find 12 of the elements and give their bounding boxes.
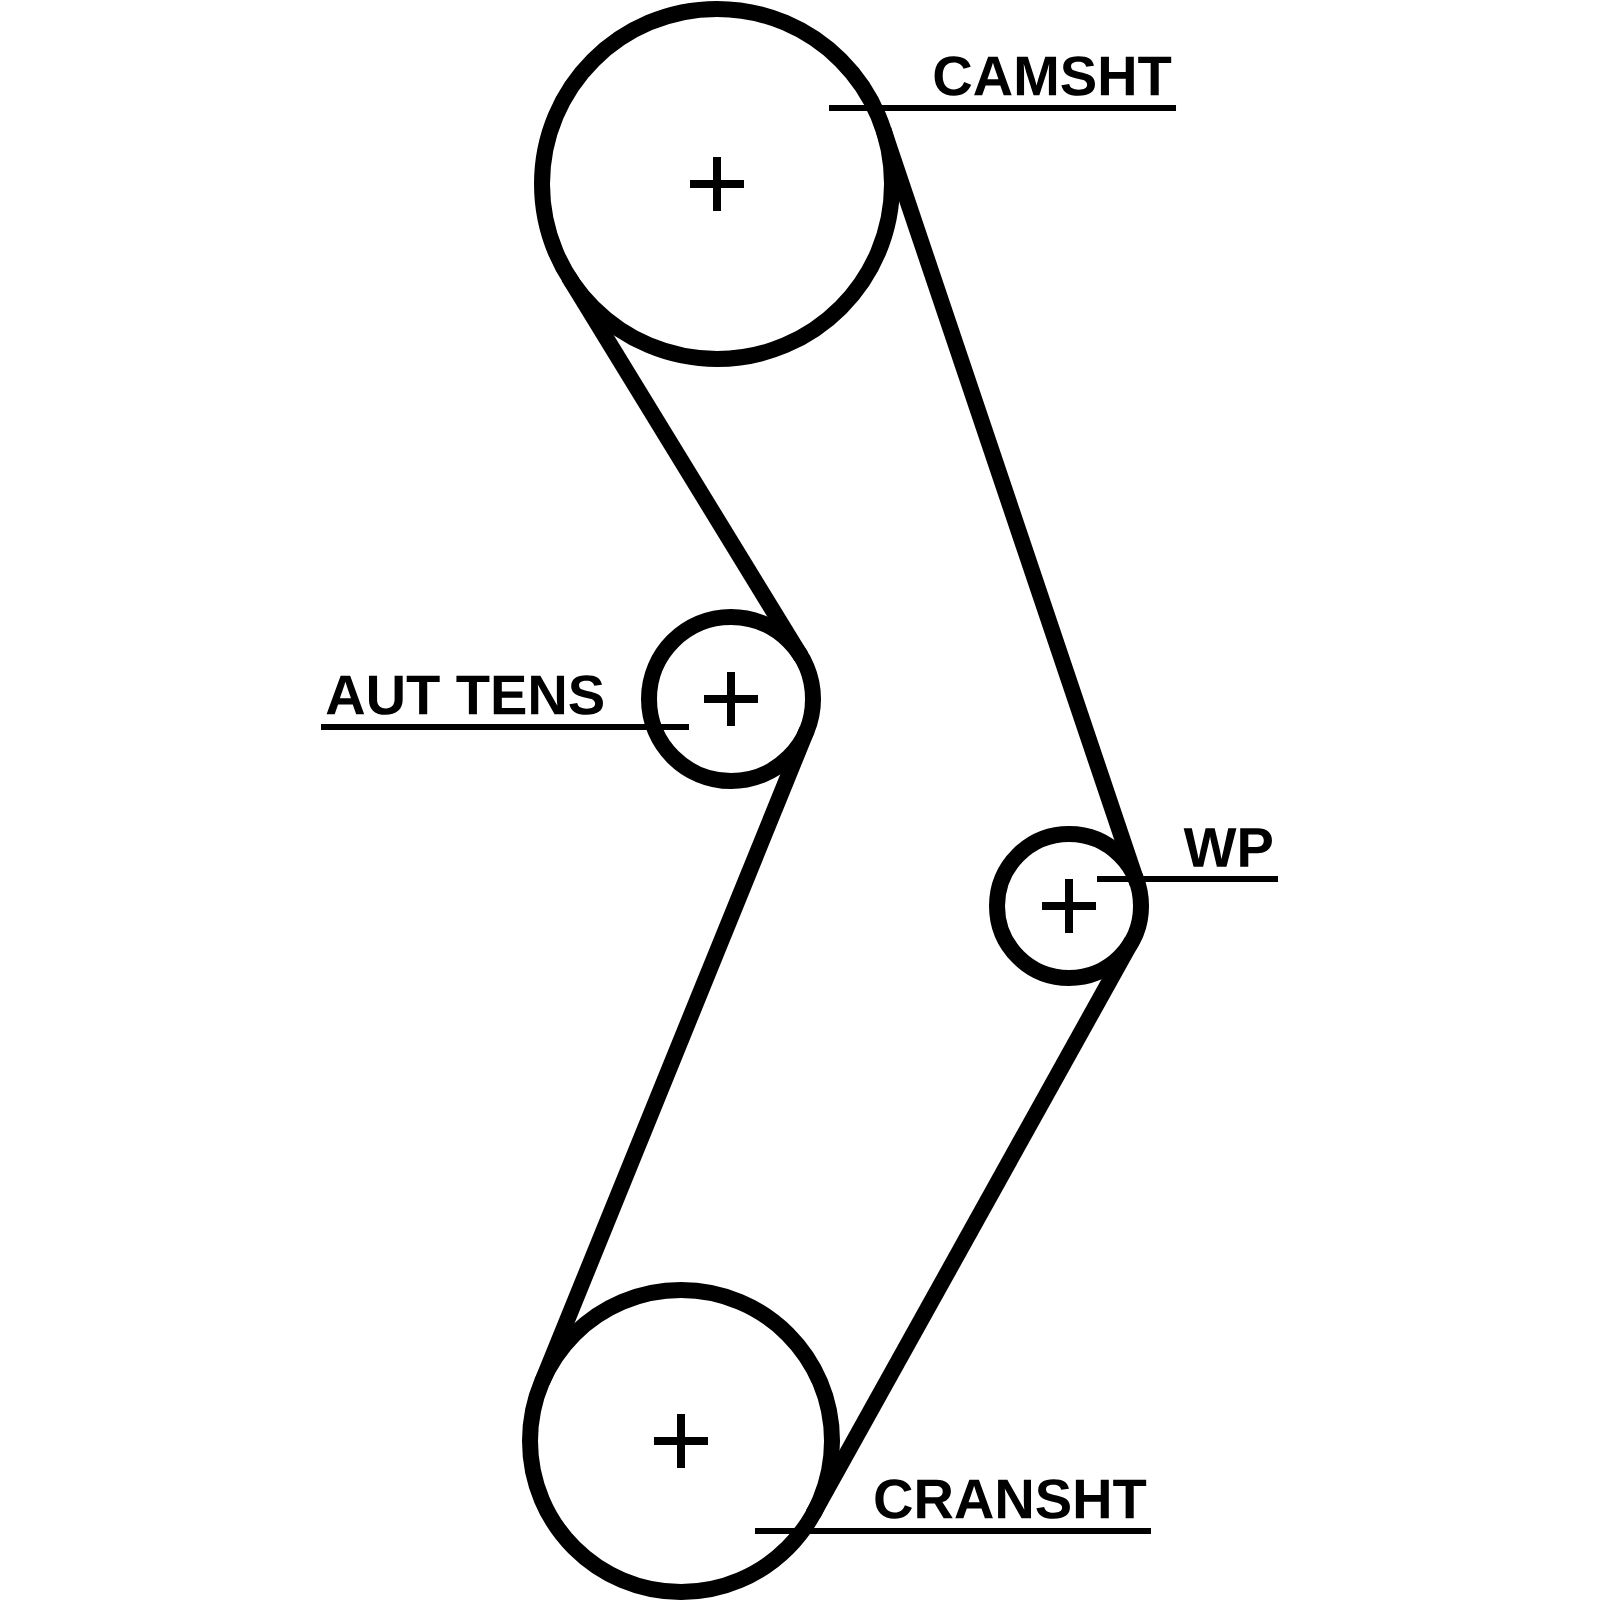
pulley [989,826,1149,986]
pulley-label: WP [1183,828,1272,867]
belt-segment [806,937,1139,1519]
pulley-label: AUT TENS [326,675,603,715]
pulley [641,609,821,789]
pulley-label: CRANSHT [875,1479,1147,1519]
pulley-label: CAMSHT [934,56,1172,96]
pulley [534,1,900,367]
belt-segment [534,726,815,1386]
belt-segment [875,127,1146,887]
belt-segment [561,272,809,661]
pulley [522,1282,840,1600]
